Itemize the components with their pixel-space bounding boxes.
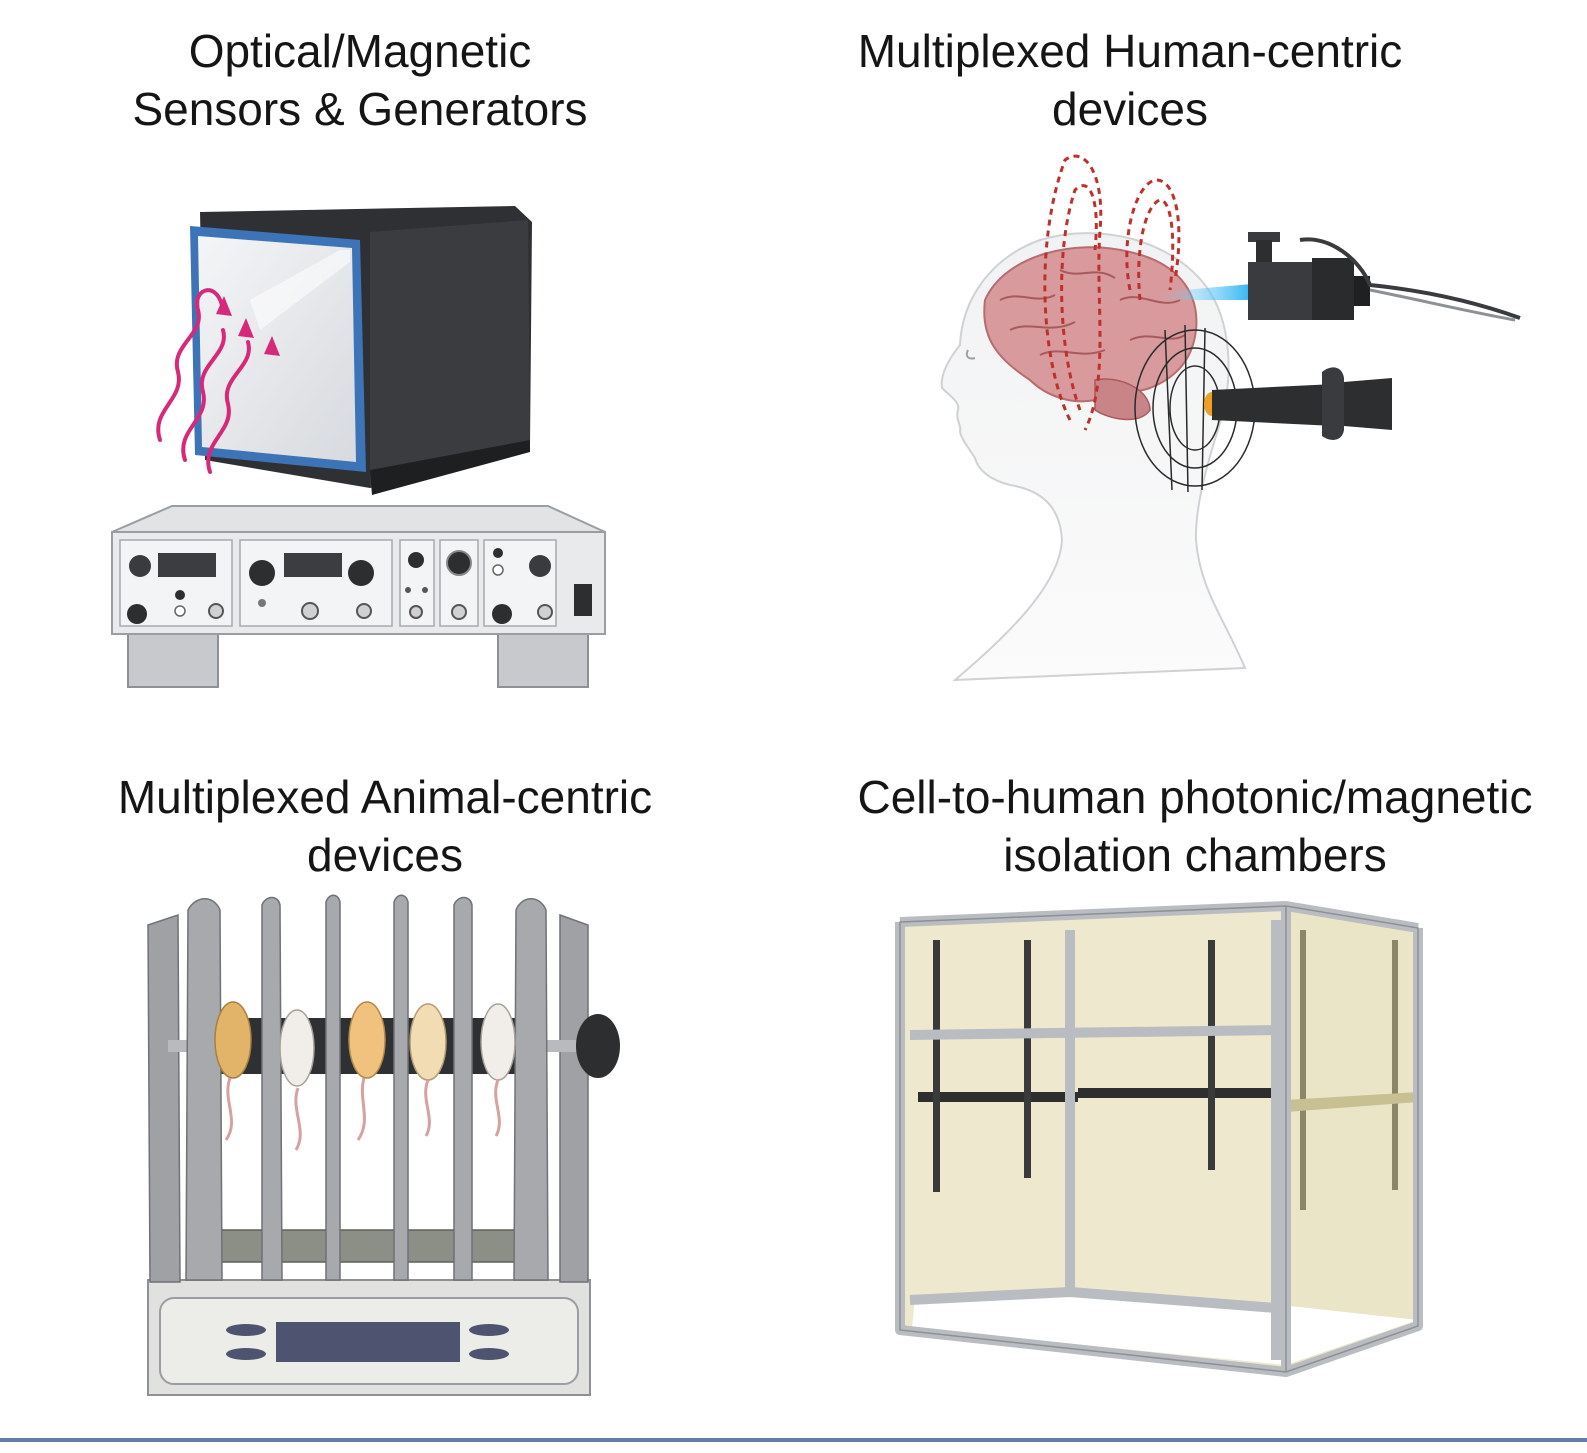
light-box-icon (190, 206, 532, 495)
magnetic-field-lines-icon (1043, 154, 1181, 431)
title-line: Multiplexed Animal-centric (117, 771, 653, 823)
rodent-rotarod-icon (147, 894, 620, 1396)
bottom-divider (0, 1438, 1587, 1442)
isolation-chamber-icon (895, 901, 1423, 1377)
title-line: devices (307, 829, 463, 881)
title-line: Cell-to-human photonic/magnetic (857, 771, 1533, 823)
title-line: Multiplexed Human-centric (857, 25, 1403, 77)
isolation-chambers-title: Cell-to-human photonic/magnetic isolatio… (815, 768, 1575, 884)
tms-coil-icon (1204, 367, 1392, 440)
title-line: isolation chambers (1003, 829, 1387, 881)
title-line: Sensors & Generators (132, 83, 588, 135)
animal-devices-title: Multiplexed Animal-centric devices (75, 768, 695, 884)
human-devices-title: Multiplexed Human-centric devices (820, 22, 1440, 138)
title-line: Optical/Magnetic (188, 25, 532, 77)
signal-generator-icon (111, 505, 606, 688)
title-line: devices (1052, 83, 1208, 135)
camera-laser-icon (1160, 232, 1521, 322)
mouse-figures (214, 1001, 516, 1151)
optical-sensors-title: Optical/Magnetic Sensors & Generators (110, 22, 610, 138)
head-brain-icon (940, 232, 1247, 682)
wave-arrows-icon (156, 288, 280, 474)
